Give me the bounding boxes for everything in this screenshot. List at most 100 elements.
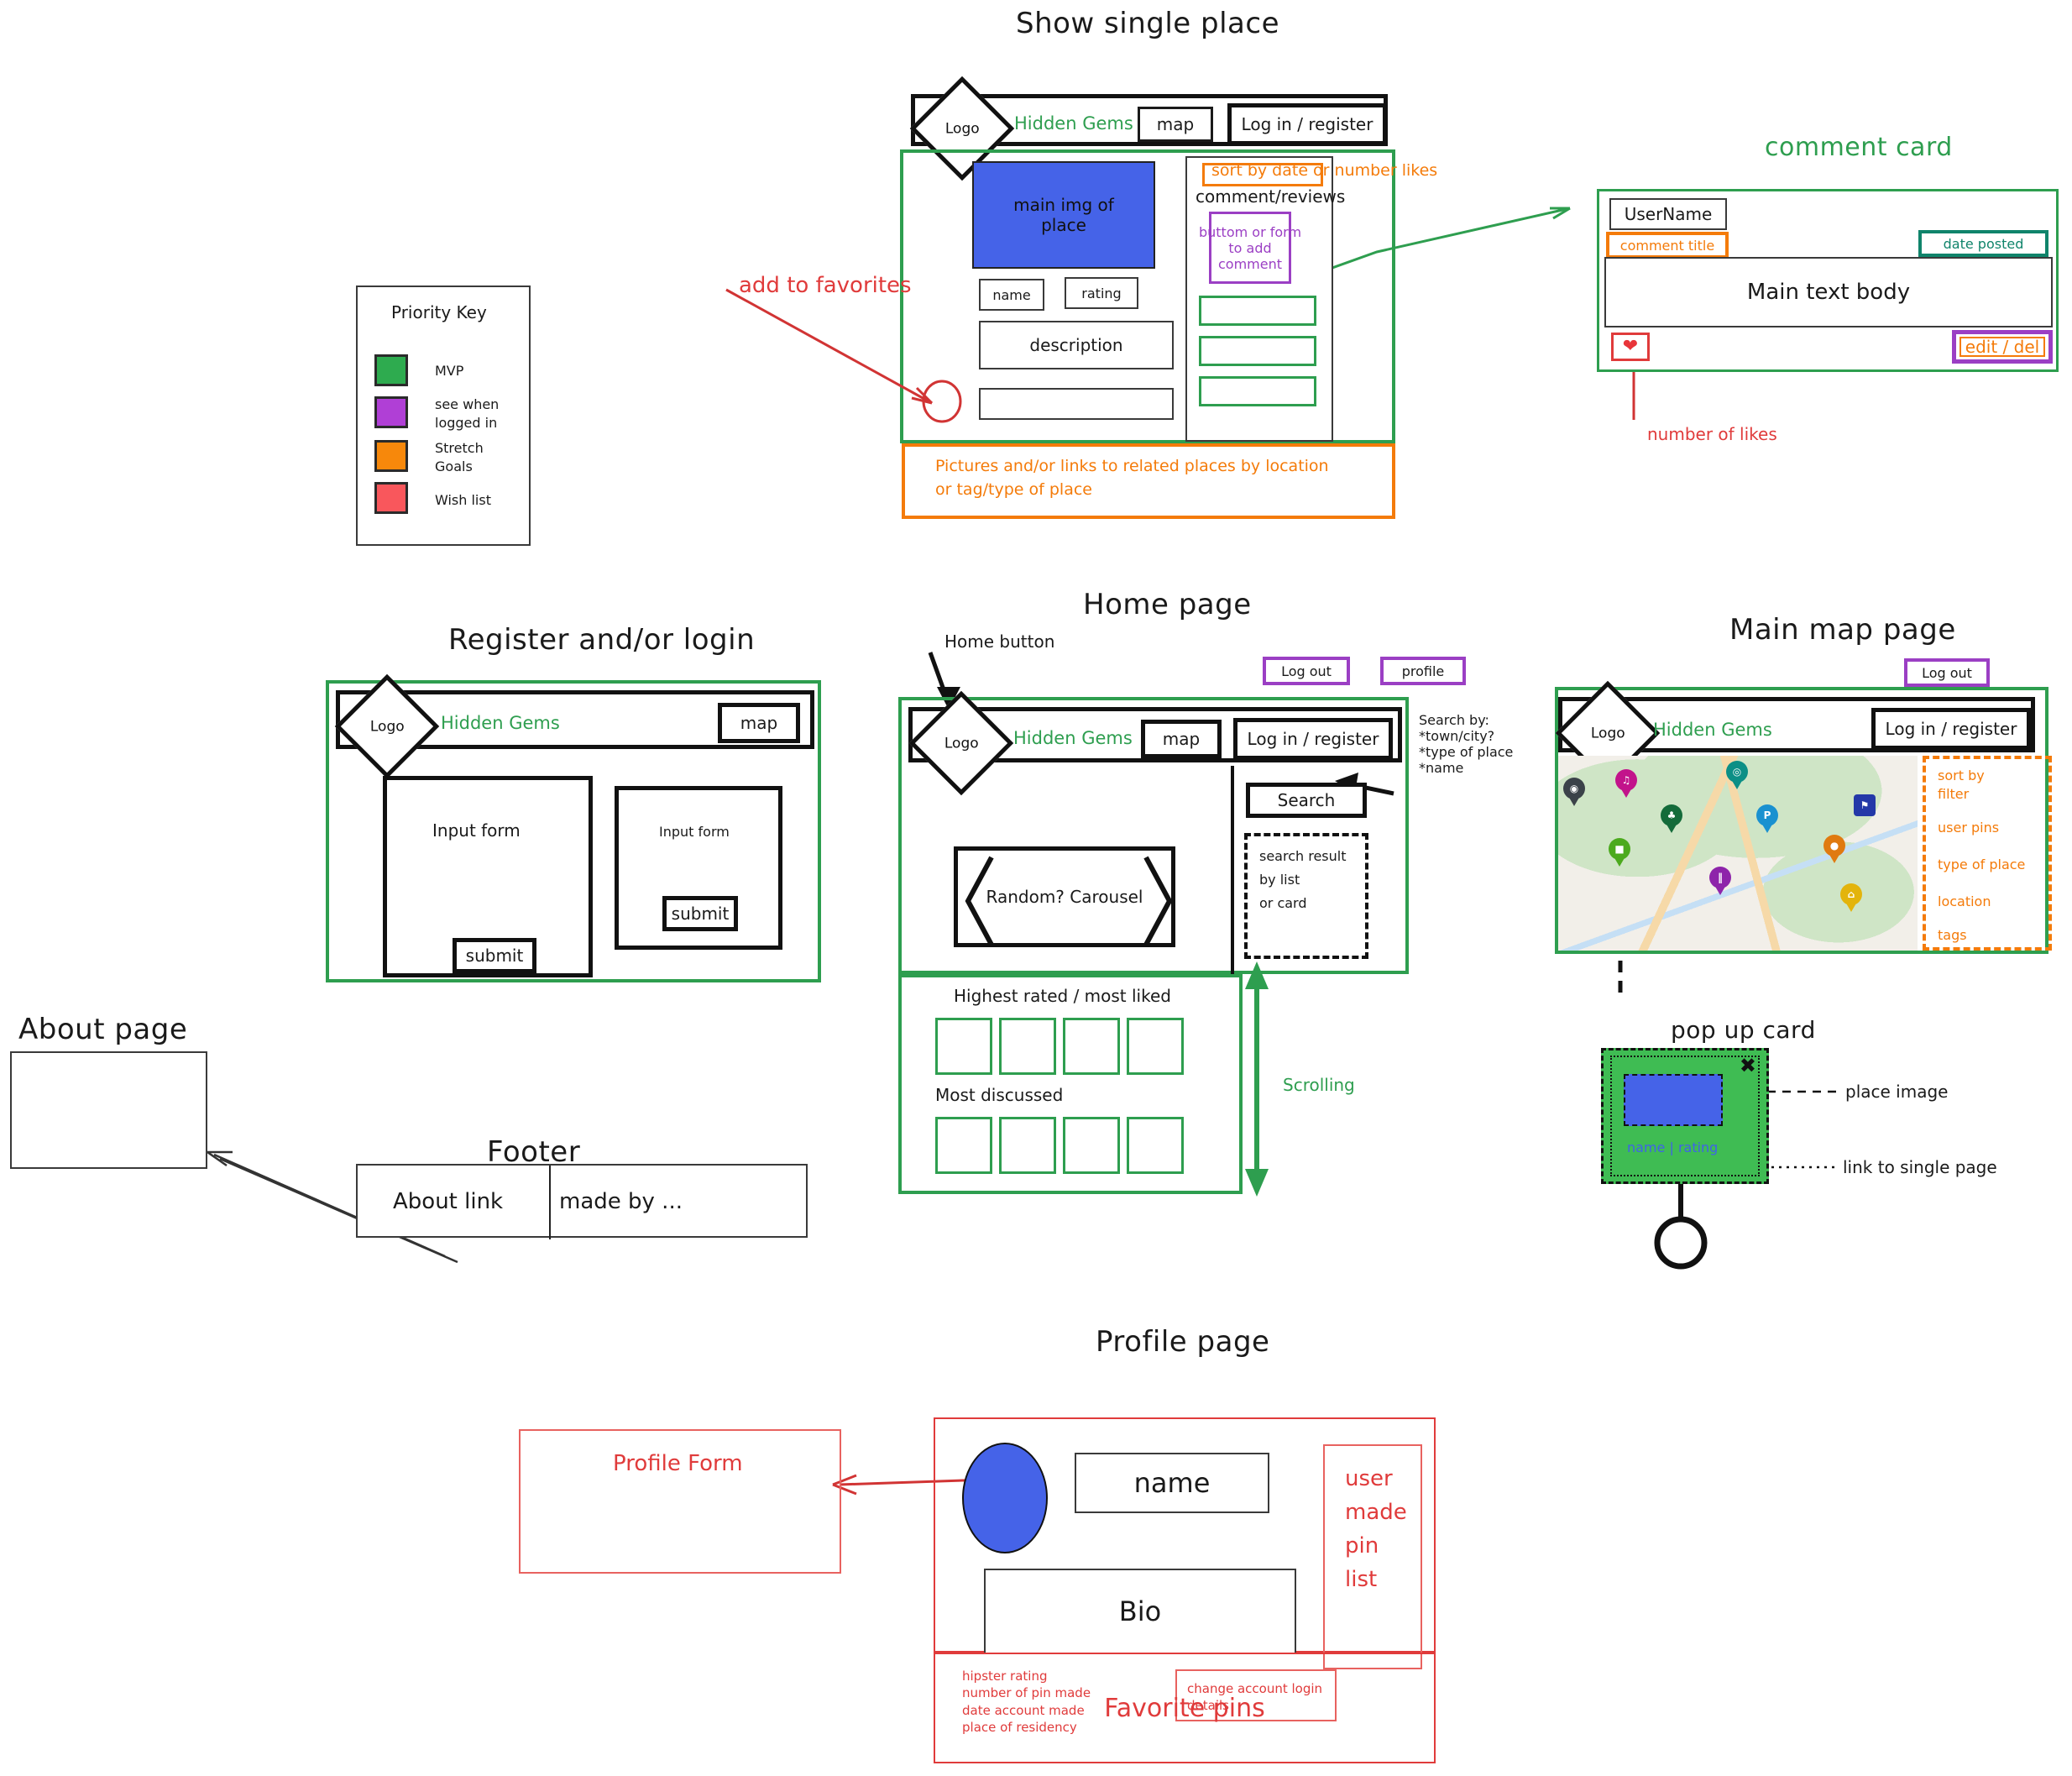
map-button[interactable]: map: [1141, 720, 1222, 758]
add-comment-button[interactable]: buttom or form to add comment: [1199, 212, 1301, 284]
register-form-label: Input form: [432, 820, 521, 841]
related-note-l2: or tag/type of place: [935, 480, 1092, 499]
search-by-annotation: Search by: *town/city? *type of place *n…: [1419, 712, 1513, 776]
key-label-wish: Wish list: [435, 492, 491, 508]
map-viewport[interactable]: ◉ ♫ ◎ ♣ P ⚑ ■ ● ‖: [1558, 756, 1918, 951]
profile-main-panel: name Bio user made pin list hipster rati…: [934, 1417, 1436, 1735]
comment-title-label: comment title: [1619, 237, 1715, 254]
user-made-pin-list[interactable]: user made pin list: [1323, 1444, 1422, 1669]
key-label-logged-in-1: see when: [435, 396, 500, 412]
map-pin-orange[interactable]: ●: [1823, 835, 1845, 863]
profile-bio-field[interactable]: Bio: [984, 1569, 1296, 1654]
register-login-frame: Logo Hidden Gems map Input form submit I…: [326, 673, 821, 982]
place-card[interactable]: [999, 1117, 1056, 1174]
home-profile-button[interactable]: profile: [1380, 657, 1466, 685]
profile-form-box: Profile Form: [519, 1429, 841, 1574]
login-register-label: Log in / register: [1241, 114, 1373, 134]
login-submit-button[interactable]: submit: [662, 896, 738, 931]
comment-title-box: comment title: [1606, 232, 1729, 259]
most-discussed-row: [935, 1117, 1184, 1174]
map-pin-parking[interactable]: P: [1756, 804, 1778, 833]
like-button[interactable]: ❤: [1611, 333, 1650, 361]
brand-name: Hidden Gems: [1013, 728, 1133, 748]
heart-icon: ❤: [1622, 336, 1639, 357]
about-page-box: [10, 1051, 207, 1169]
comment-slot[interactable]: [1199, 336, 1316, 366]
logo-label: Logo: [1590, 724, 1625, 741]
change-account-login-button[interactable]: change account login details: [1175, 1669, 1337, 1721]
change-account-l2: details: [1187, 1698, 1229, 1713]
logo-diamond[interactable]: Logo: [908, 690, 1014, 796]
map-button[interactable]: map: [718, 703, 800, 743]
map-pin-teal[interactable]: ◎: [1726, 761, 1748, 789]
comment-body: Main text body: [1746, 280, 1911, 305]
related-note-l1: Pictures and/or links to related places …: [935, 457, 1329, 475]
edit-del-label: edit / del: [1965, 337, 2040, 357]
profile-name-field[interactable]: name: [1075, 1453, 1269, 1513]
profile-stat-2: date account made: [962, 1702, 1085, 1718]
map-pin-darkgreen[interactable]: ♣: [1661, 804, 1682, 833]
map-pin-navy-sign[interactable]: ⚑: [1854, 794, 1876, 823]
sort-comments-box[interactable]: [1202, 163, 1323, 186]
map-log-out-button[interactable]: Log out: [1904, 658, 1990, 687]
place-card[interactable]: [1127, 1018, 1184, 1075]
place-card[interactable]: [935, 1117, 992, 1174]
login-input-form[interactable]: Input form submit: [615, 786, 782, 950]
login-register-button[interactable]: Log in / register: [1871, 708, 2031, 750]
place-card[interactable]: [999, 1018, 1056, 1075]
home-log-out-button[interactable]: Log out: [1263, 657, 1350, 685]
map-button-label: map: [740, 713, 778, 733]
filter-user-pins: user pins: [1938, 820, 2000, 836]
login-register-button[interactable]: Log in / register: [1227, 103, 1387, 145]
login-register-button[interactable]: Log in / register: [1233, 718, 1393, 760]
profile-stat-3: place of residency: [962, 1719, 1077, 1735]
map-filter-panel[interactable]: sort by filter user pins type of place l…: [1923, 756, 2052, 951]
map-button-label: map: [1162, 729, 1201, 749]
place-card[interactable]: [935, 1018, 992, 1075]
home-upper-frame: Logo Hidden Gems map Log in / register R…: [898, 690, 1409, 974]
filter-location: location: [1938, 893, 1991, 909]
comment-slot[interactable]: [1199, 376, 1316, 406]
edit-del-button[interactable]: edit / del: [1952, 330, 2053, 364]
map-pin-purple[interactable]: ‖: [1709, 867, 1731, 895]
search-result-l2: by list: [1259, 872, 1300, 888]
place-card[interactable]: [1063, 1018, 1120, 1075]
map-pin-yellow[interactable]: ⌂: [1840, 883, 1862, 912]
footer-bar: About link made by ...: [356, 1164, 808, 1239]
register-submit-button[interactable]: submit: [453, 938, 536, 973]
search-results-area[interactable]: search result by list or card: [1244, 833, 1368, 959]
profile-bio-label: Bio: [1118, 1595, 1162, 1627]
map-pin-green[interactable]: ■: [1609, 838, 1630, 867]
map-button[interactable]: map: [1138, 107, 1213, 142]
about-page-title: About page: [18, 1013, 188, 1046]
main-place-image: main img of place: [972, 161, 1155, 269]
popup-card[interactable]: ✖ name | rating: [1601, 1048, 1769, 1184]
priority-key-title: Priority Key: [391, 302, 487, 322]
close-icon[interactable]: ✖: [1739, 1054, 1756, 1077]
home-column-divider: [1231, 766, 1234, 974]
register-input-form[interactable]: Input form submit: [383, 776, 593, 977]
scrolling-annotation: Scrolling: [1283, 1075, 1355, 1095]
random-carousel[interactable]: Random? Carousel: [954, 846, 1175, 947]
search-by-item-0: *town/city?: [1419, 728, 1495, 744]
home-button-annotation: Home button: [944, 631, 1055, 652]
map-pin-magenta[interactable]: ♫: [1615, 769, 1637, 798]
key-label-logged-in-2: logged in: [435, 415, 498, 431]
key-swatch-mvp: [374, 354, 408, 386]
footer-about-link[interactable]: About link: [393, 1189, 504, 1214]
logo-diamond[interactable]: Logo: [334, 673, 440, 779]
main-map-title: Main map page: [1729, 613, 1956, 647]
favorite-pins-section[interactable]: Favorite pins: [934, 1653, 1436, 1763]
map-pin-dark[interactable]: ◉: [1563, 778, 1585, 806]
key-label-stretch-2: Goals: [435, 458, 473, 474]
place-card[interactable]: [1127, 1117, 1184, 1174]
place-rating-box: rating: [1065, 277, 1138, 309]
place-card[interactable]: [1063, 1117, 1120, 1174]
search-by-item-2: *name: [1419, 760, 1464, 776]
comment-username: UserName: [1624, 204, 1713, 224]
search-button[interactable]: Search: [1246, 783, 1367, 818]
filter-type-of-place: type of place: [1938, 857, 2026, 872]
place-rating-label: rating: [1081, 285, 1122, 301]
comment-slot[interactable]: [1199, 296, 1316, 326]
